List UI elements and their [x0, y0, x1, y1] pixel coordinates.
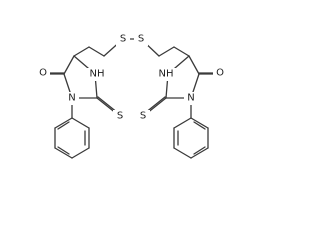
oxygen-label: O: [39, 68, 47, 79]
carbonyl-oxygen-left: O: [36, 67, 50, 80]
sulfur-label: S: [120, 34, 126, 45]
bond: [173, 46, 190, 57]
carbonyl-oxygen-right: O: [213, 67, 227, 80]
bond: [54, 117, 73, 129]
nitrogen-label: N: [187, 93, 194, 104]
bond: [57, 146, 70, 155]
oxygen-label: O: [216, 68, 224, 79]
bond: [71, 147, 90, 159]
nh-label: NH: [90, 69, 105, 80]
thione-sulfur-left: S: [113, 110, 127, 123]
ring-nitrogen-right: N: [184, 92, 198, 105]
bond: [73, 46, 90, 57]
sulfur-label: S: [138, 34, 144, 45]
bond: [158, 46, 175, 57]
bond: [71, 117, 90, 129]
sulfur-atom-left: S: [116, 33, 130, 46]
bond: [190, 117, 209, 129]
sulfur-label: S: [117, 111, 123, 122]
thione-sulfur-right: S: [136, 110, 150, 123]
bond: [88, 46, 105, 57]
bond: [54, 147, 73, 159]
sulfur-label: S: [140, 111, 146, 122]
nitrogen-label: N: [68, 93, 75, 104]
bond: [193, 146, 206, 155]
atom-labels: S S O O NH NH N N: [36, 33, 227, 123]
nh-atom-right: NH: [156, 68, 176, 81]
nh-label: NH: [159, 69, 174, 80]
ring-nitrogen-left: N: [65, 92, 79, 105]
chemical-structure-diagram: S S O O NH NH N N: [36, 33, 227, 159]
bond: [63, 55, 75, 75]
bond: [57, 121, 70, 130]
sulfur-atom-right: S: [134, 33, 148, 46]
bond: [173, 147, 192, 159]
nh-atom-left: NH: [87, 68, 107, 81]
bond: [173, 117, 192, 129]
bond: [188, 55, 200, 75]
bond: [190, 147, 209, 159]
bond: [193, 121, 206, 130]
